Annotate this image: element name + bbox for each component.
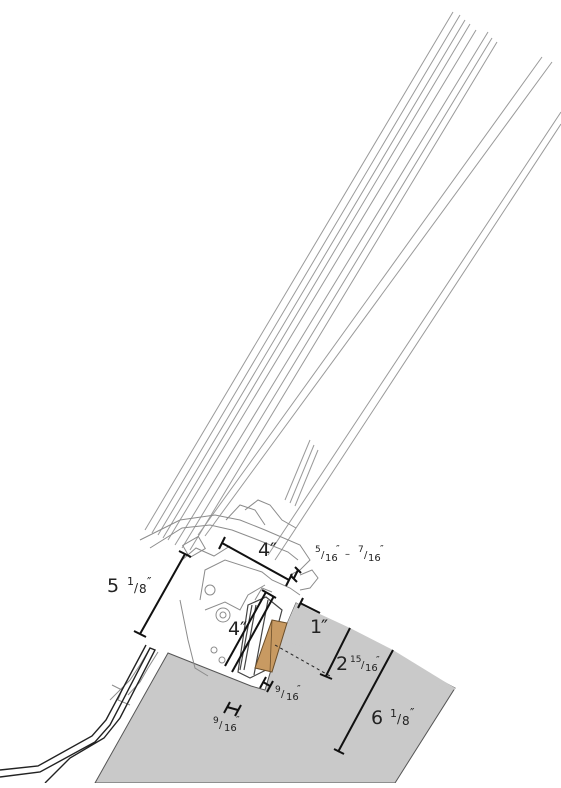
label-range-num2: 7 [358, 545, 364, 555]
label-6-1-8-whole: 6 [371, 707, 383, 729]
label-2-15-16-den: 16 [365, 663, 378, 674]
label-1: 1 ″ [310, 616, 328, 638]
dimension-lines [133, 536, 394, 755]
label-range-den1: 16 [325, 553, 338, 564]
label-9-16-bottom: 9 / 16 ″ [213, 715, 240, 734]
label-6-1-8-num: 1 [390, 707, 397, 720]
glazing-lines [144, 11, 561, 561]
wood-diagonal [269, 619, 273, 673]
label-5-1-8-den: 8 [139, 582, 147, 596]
label-9-16-right: 9 / 16 ″ [275, 684, 301, 703]
label-range-num1: 5 [315, 545, 321, 555]
label-9-16-right-den: 16 [286, 692, 299, 703]
label-9-16-right-num: 9 [275, 685, 281, 695]
label-5-1-8-slash: / [134, 581, 139, 595]
label-4-side: 4 ″ [228, 618, 247, 640]
label-1-unit: ″ [321, 616, 328, 638]
label-4-side-unit: ″ [240, 618, 247, 640]
frame-extrusion [109, 499, 319, 706]
label-5-1-8-num: 1 [127, 575, 134, 588]
label-4-top: 4 ″ [258, 539, 277, 561]
label-2-15-16-whole: 2 [336, 653, 348, 675]
label-6-1-8-slash: / [397, 712, 402, 726]
label-4-top-whole: 4 [258, 539, 270, 561]
label-9-16-bottom-unit: ″ [236, 715, 240, 726]
label-1-whole: 1 [310, 616, 322, 638]
curb-cap-mass [280, 603, 455, 690]
label-range-unit1: ″ [336, 544, 340, 555]
label-6-1-8-den: 8 [402, 714, 410, 728]
label-range-slash1: / [321, 550, 325, 561]
label-9-16-bottom-slash: / [219, 720, 223, 731]
label-6-1-8-unit: ″ [410, 706, 415, 720]
label-2-15-16-unit: ″ [376, 655, 380, 666]
flashing [0, 644, 156, 784]
label-9-16-bottom-den: 16 [224, 723, 237, 734]
label-5-1-8-whole: 5 [107, 575, 119, 597]
label-range-sep: – [345, 549, 350, 560]
label-2-15-16-num: 15 [350, 655, 361, 665]
label-2-15-16: 2 15 / 16 ″ [336, 653, 380, 675]
label-5-16-7-16: 5 / 16 ″ – 7 / 16 ″ [315, 544, 384, 564]
label-range-unit2: ″ [380, 544, 384, 555]
label-9-16-right-slash: / [281, 689, 285, 700]
label-5-1-8: 5 1 / 8 ″ [107, 575, 152, 597]
label-9-16-bottom-num: 9 [213, 716, 219, 726]
label-range-den2: 16 [368, 553, 381, 564]
label-4-side-whole: 4 [228, 618, 240, 640]
label-9-16-right-unit: ″ [297, 684, 301, 695]
label-6-1-8: 6 1 / 8 ″ [371, 706, 415, 729]
reference-dashed-line [274, 644, 331, 677]
label-range-slash2: / [364, 550, 368, 561]
label-2-15-16-slash: / [361, 660, 365, 671]
label-4-top-unit: ″ [270, 539, 277, 561]
label-5-1-8-unit: ″ [147, 575, 152, 589]
